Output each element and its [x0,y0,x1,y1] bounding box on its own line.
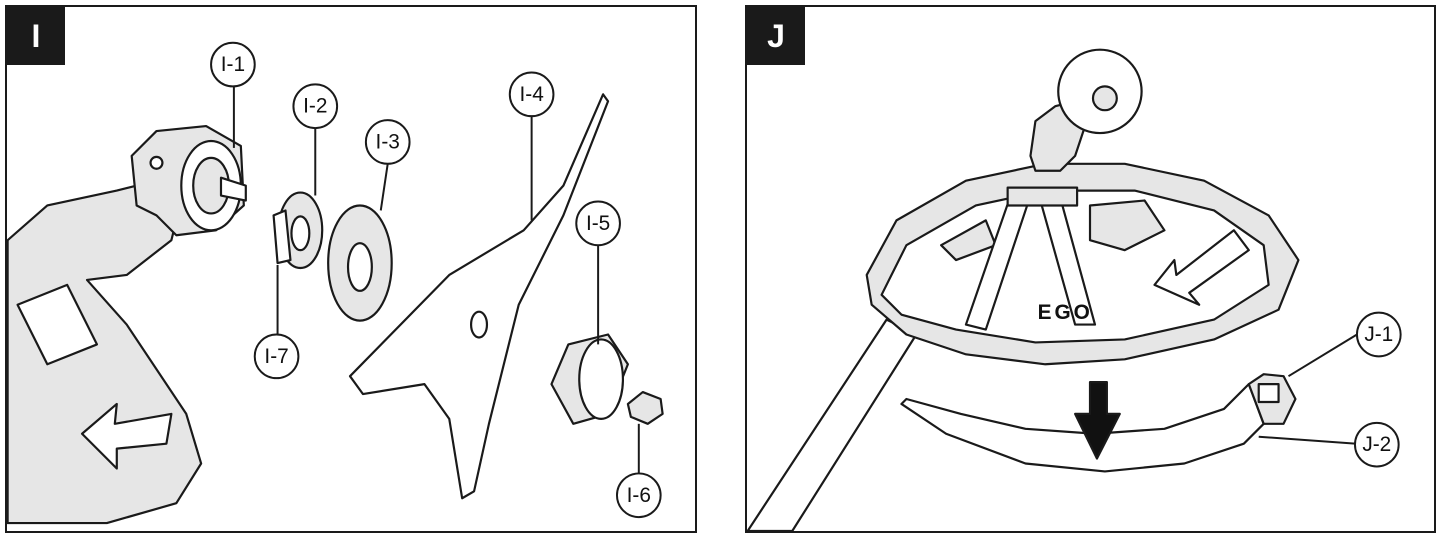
brand-logo: EGO [1038,301,1093,324]
panel-j-illustration: EGO J-1 J-2 [747,48,1402,531]
svg-text:I-2: I-2 [303,95,327,118]
svg-text:J-2: J-2 [1362,433,1391,456]
panel-j-label: J [747,7,805,65]
callout-j-2: J-2 [1353,421,1400,468]
direction-arrow-icon [1153,229,1250,306]
lock-nut [626,390,664,425]
callout-i-4: I-4 [508,71,555,118]
svg-text:J-1: J-1 [1364,323,1393,346]
svg-text:EGO: EGO [1038,301,1093,324]
callout-j-1: J-1 [1355,311,1402,358]
callout-i-5: I-5 [575,200,621,247]
svg-text:I-5: I-5 [586,212,610,235]
down-arrow-icon [1074,381,1121,460]
callout-i-3: I-3 [364,119,411,165]
key-washer [272,209,292,265]
callout-i-6: I-6 [615,472,662,519]
callout-i-1: I-1 [210,41,256,88]
blade [348,93,610,500]
panel-i-illustration: I-1 I-2 I-3 I-4 I-5 I-6 I-7 [7,41,664,525]
callout-i-2: I-2 [292,83,339,130]
panel-j: J EGO [745,5,1436,533]
trimmer-shaft [747,318,918,531]
svg-text:I-1: I-1 [221,53,245,76]
panel-i: I [5,5,697,533]
svg-text:I-7: I-7 [264,345,288,368]
housing-arrow-icon [80,402,173,470]
callout-i-7: I-7 [253,333,300,380]
arbor-shaft [219,176,247,202]
panel-i-label: I [7,7,65,65]
svg-text:I-6: I-6 [627,484,651,507]
svg-text:I-3: I-3 [376,130,400,153]
svg-text:I-4: I-4 [519,83,543,106]
